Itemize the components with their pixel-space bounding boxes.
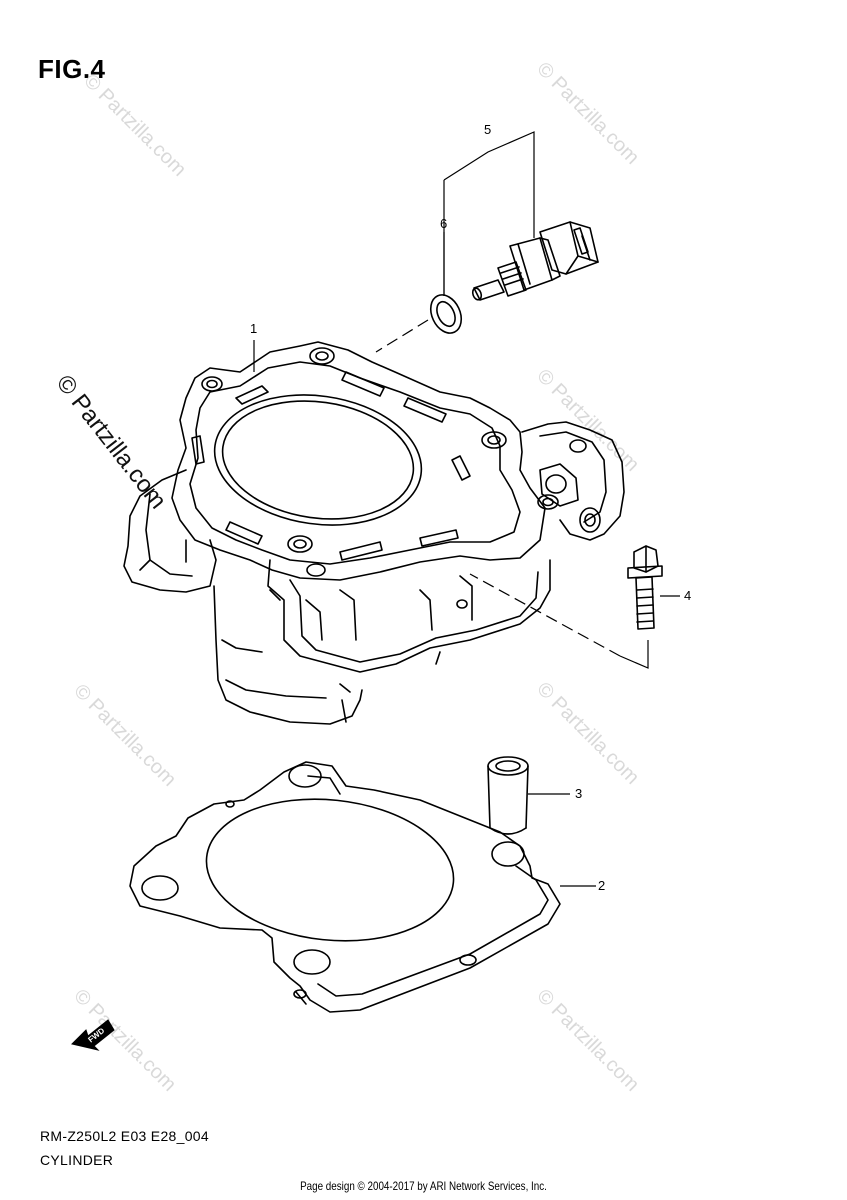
dowel-pin[interactable] — [487, 756, 529, 835]
figure-title: FIG.4 — [38, 54, 106, 84]
callout-5: 5 — [484, 122, 491, 137]
cylinder-block[interactable] — [123, 341, 625, 725]
page-credit-footer: Page design © 2004-2017 by ARI Network S… — [300, 1179, 547, 1193]
fwd-arrow-icon: FWD — [71, 1019, 115, 1051]
leader-part-4-drop — [619, 640, 649, 669]
figure-name: CYLINDER — [40, 1152, 114, 1168]
cylinder-base-gasket[interactable] — [129, 761, 561, 1013]
leader-washer-dashed — [375, 319, 429, 353]
leader-lines — [253, 131, 680, 887]
sensor-washer[interactable] — [425, 290, 467, 338]
leader-bolt-dashed — [469, 573, 621, 657]
callout-2: 2 — [598, 878, 605, 893]
model-code: RM-Z250L2 E03 E28_004 — [40, 1128, 209, 1144]
callout-3: 3 — [575, 786, 582, 801]
leader-part-5 — [443, 131, 535, 238]
flange-bolt[interactable] — [627, 545, 663, 630]
callout-6: 6 — [440, 216, 447, 231]
temperature-sensor[interactable] — [471, 221, 599, 301]
callout-1: 1 — [250, 321, 257, 336]
callout-4: 4 — [684, 588, 691, 603]
